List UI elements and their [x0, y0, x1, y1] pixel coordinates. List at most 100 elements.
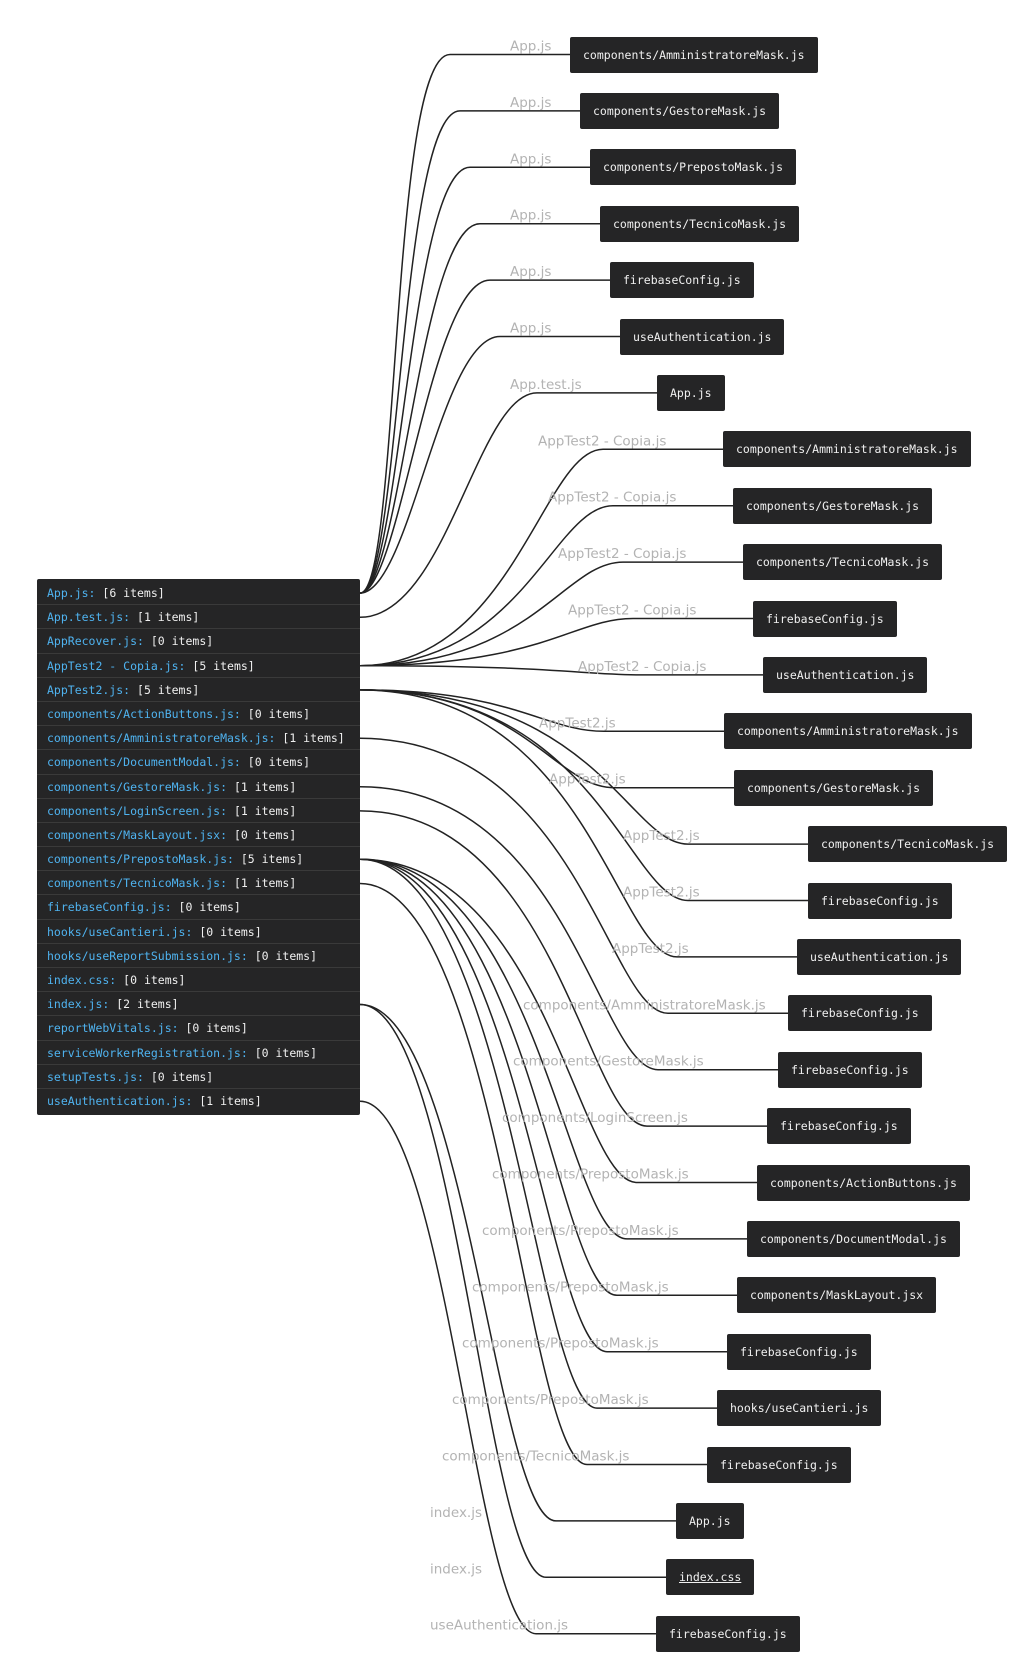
- source-row[interactable]: components/GestoreMask.js: [1 items]: [37, 775, 360, 799]
- target-file-name: firebaseConfig.js: [801, 1006, 919, 1021]
- edge-line: [359, 858, 757, 1184]
- edge-line: [359, 110, 580, 594]
- target-node[interactable]: firebaseConfig.js: [767, 1108, 911, 1145]
- target-node[interactable]: components/AmministratoreMask.js: [723, 431, 971, 468]
- target-node[interactable]: firebaseConfig.js: [808, 882, 952, 919]
- edge-line: [359, 858, 727, 1353]
- target-node[interactable]: components/GestoreMask.js: [733, 487, 933, 524]
- source-item-count: [1 items]: [227, 779, 297, 794]
- edge-label: components/GestoreMask.js: [513, 1054, 704, 1070]
- target-node[interactable]: components/AmministratoreMask.js: [570, 36, 818, 73]
- target-file-name: useAuthentication.js: [810, 949, 949, 964]
- source-row[interactable]: hooks/useReportSubmission.js: [0 items]: [37, 944, 360, 968]
- target-file-name: firebaseConfig.js: [780, 1119, 898, 1134]
- target-node[interactable]: components/GestoreMask.js: [734, 769, 934, 806]
- target-node[interactable]: useAuthentication.js: [620, 318, 785, 355]
- target-node[interactable]: firebaseConfig.js: [727, 1333, 871, 1370]
- source-file-name: components/MaskLayout.jsx:: [47, 827, 228, 842]
- source-row[interactable]: components/AmministratoreMask.js: [1 ite…: [37, 726, 360, 751]
- source-item-count: [0 items]: [247, 948, 318, 963]
- target-file-name: components/TecnicoMask.js: [821, 837, 995, 852]
- source-row[interactable]: components/MaskLayout.jsx: [0 items]: [37, 823, 360, 848]
- edge-line: [359, 561, 743, 667]
- source-file-list: App.js: [6 items]App.test.js: [1 items]A…: [37, 579, 360, 1116]
- edge-label: components/PrepostoMask.js: [452, 1392, 649, 1408]
- source-item-count: [1 items]: [227, 876, 297, 891]
- edge-label: App.js: [510, 208, 551, 224]
- target-file-name: hooks/useCantieri.js: [730, 1401, 869, 1416]
- target-node[interactable]: firebaseConfig.js: [707, 1446, 851, 1483]
- target-file-name: firebaseConfig.js: [740, 1344, 858, 1359]
- source-row[interactable]: index.css: [0 items]: [37, 968, 360, 993]
- source-file-name: App.test.js:: [47, 610, 131, 625]
- source-row[interactable]: hooks/useCantieri.js: [0 items]: [37, 920, 360, 944]
- source-row[interactable]: reportWebVitals.js: [0 items]: [37, 1016, 360, 1041]
- target-file-name: components/MaskLayout.jsx: [750, 1288, 924, 1303]
- source-row[interactable]: App.test.js: [1 items]: [37, 605, 360, 630]
- edge-label: App.test.js: [510, 377, 582, 393]
- edge-line: [359, 279, 610, 594]
- source-file-name: AppRecover.js:: [47, 634, 144, 649]
- target-node[interactable]: index.css: [666, 1559, 755, 1596]
- target-node[interactable]: useAuthentication.js: [763, 656, 928, 693]
- source-row[interactable]: index.js: [2 items]: [37, 992, 360, 1017]
- source-row[interactable]: components/DocumentModal.js: [0 items]: [37, 750, 360, 775]
- target-file-name: components/AmministratoreMask.js: [737, 724, 959, 739]
- source-file-name: firebaseConfig.js:: [47, 900, 172, 915]
- source-row[interactable]: components/LoginScreen.js: [1 items]: [37, 799, 360, 823]
- target-node[interactable]: firebaseConfig.js: [778, 1051, 922, 1088]
- source-item-count: [6 items]: [95, 586, 165, 600]
- edge-line: [359, 166, 590, 594]
- source-row[interactable]: AppTest2.js: [5 items]: [37, 678, 360, 702]
- target-node[interactable]: useAuthentication.js: [797, 938, 962, 975]
- target-file-name: App.js: [689, 1513, 731, 1528]
- source-item-count: [5 items]: [185, 658, 255, 673]
- target-node[interactable]: components/TecnicoMask.js: [808, 826, 1008, 863]
- source-item-count: [1 items]: [130, 610, 200, 625]
- source-row[interactable]: components/PrepostoMask.js: [5 items]: [37, 847, 360, 872]
- source-file-name: components/DocumentModal.js:: [47, 755, 241, 770]
- source-row[interactable]: AppRecover.js: [0 items]: [37, 629, 360, 654]
- edge-label: AppTest2.js: [623, 885, 700, 901]
- source-row[interactable]: serviceWorkerRegistration.js: [0 items]: [37, 1041, 360, 1065]
- source-row[interactable]: firebaseConfig.js: [0 items]: [37, 895, 360, 920]
- target-node[interactable]: firebaseConfig.js: [788, 995, 932, 1032]
- source-item-count: [0 items]: [227, 827, 297, 842]
- target-node[interactable]: firebaseConfig.js: [753, 600, 897, 637]
- target-node[interactable]: App.js: [676, 1502, 744, 1539]
- target-node[interactable]: components/PrepostoMask.js: [590, 149, 797, 186]
- target-file-name: components/ActionButtons.js: [770, 1175, 957, 1190]
- source-row[interactable]: useAuthentication.js: [1 items]: [37, 1089, 360, 1113]
- edge-label: AppTest2.js: [612, 941, 689, 957]
- source-row[interactable]: App.js: [6 items]: [37, 581, 360, 606]
- target-node[interactable]: components/ActionButtons.js: [757, 1164, 970, 1201]
- edge-label: index.js: [430, 1561, 482, 1577]
- source-file-name: components/TecnicoMask.js:: [47, 876, 228, 891]
- target-file-name: components/AmministratoreMask.js: [736, 442, 958, 457]
- target-node[interactable]: components/TecnicoMask.js: [600, 205, 800, 242]
- target-file-name: firebaseConfig.js: [791, 1062, 909, 1077]
- target-node[interactable]: App.js: [657, 374, 725, 411]
- target-node[interactable]: firebaseConfig.js: [610, 262, 754, 299]
- target-file-name: useAuthentication.js: [633, 329, 772, 344]
- target-node[interactable]: firebaseConfig.js: [656, 1615, 800, 1652]
- target-node[interactable]: components/TecnicoMask.js: [743, 544, 943, 581]
- target-node[interactable]: components/AmministratoreMask.js: [724, 713, 972, 750]
- source-row[interactable]: components/TecnicoMask.js: [1 items]: [37, 871, 360, 896]
- source-row[interactable]: AppTest2 - Copia.js: [5 items]: [37, 654, 360, 678]
- target-node[interactable]: components/DocumentModal.js: [747, 1220, 960, 1257]
- source-file-name: index.js:: [47, 997, 110, 1012]
- source-row[interactable]: components/ActionButtons.js: [0 items]: [37, 702, 360, 727]
- source-item-count: [0 items]: [116, 973, 186, 987]
- source-item-count: [0 items]: [240, 755, 311, 770]
- edge-line: [359, 335, 620, 594]
- edge-label: components/LoginScreen.js: [502, 1110, 688, 1126]
- target-node[interactable]: components/GestoreMask.js: [580, 92, 780, 129]
- target-node[interactable]: components/MaskLayout.jsx: [737, 1277, 937, 1314]
- target-node[interactable]: hooks/useCantieri.js: [717, 1390, 882, 1427]
- source-row[interactable]: setupTests.js: [0 items]: [37, 1065, 360, 1089]
- edge-line: [359, 858, 717, 1409]
- target-file-name: components/DocumentModal.js: [760, 1231, 947, 1246]
